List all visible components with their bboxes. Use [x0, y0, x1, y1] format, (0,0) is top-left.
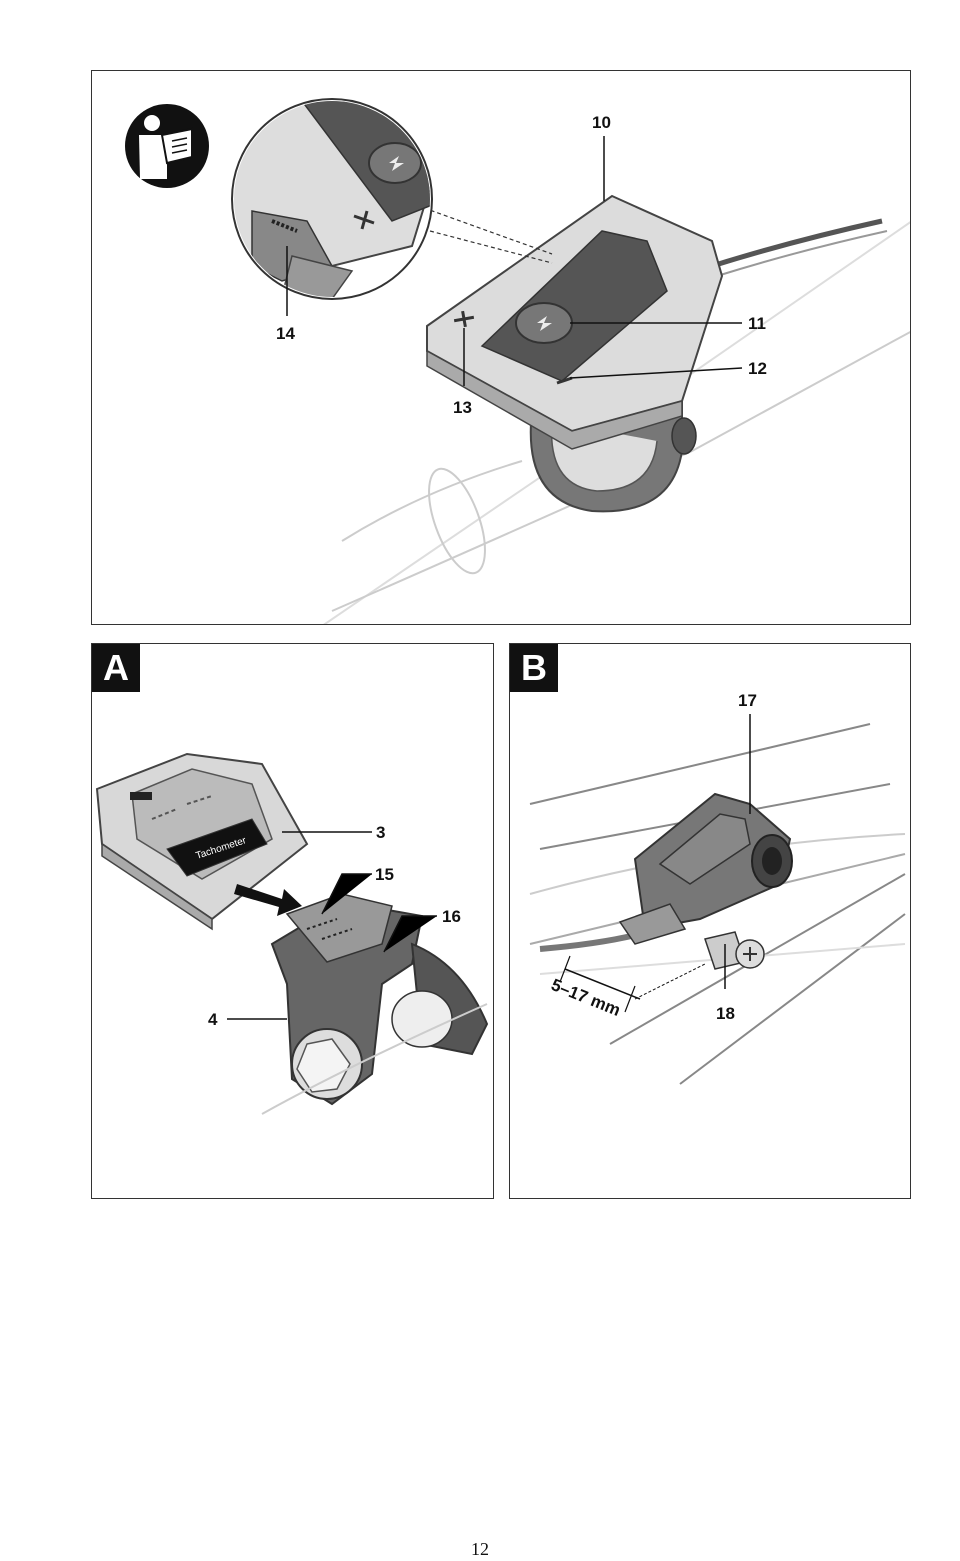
callout-16: 16	[442, 907, 461, 926]
callout-15: 15	[375, 865, 394, 884]
callout-17: 17	[738, 691, 757, 710]
callout-11: 11	[748, 314, 766, 333]
dimension-label: 5–17 mm	[549, 975, 624, 1020]
callout-4: 4	[208, 1010, 218, 1029]
callout-12: 12	[748, 359, 767, 378]
callout-14: 14	[276, 324, 295, 343]
figure-b-label: B	[510, 644, 558, 692]
callout-18: 18	[716, 1004, 735, 1023]
callout-10: 10	[592, 113, 611, 132]
page-number: 12	[471, 1539, 489, 1559]
callout-13: 13	[453, 398, 472, 417]
figure-b-panel: 5–17 mm 17 18 B	[509, 643, 911, 1199]
figure-a-panel: Tachometer 3 15 16 4 A	[91, 643, 494, 1199]
figure-a-label: A	[92, 644, 140, 692]
callout-3: 3	[376, 823, 385, 842]
read-manual-icon	[125, 104, 209, 188]
removal-arrow	[234, 884, 302, 916]
control-unit-figure: 10 11 12 13 14	[91, 70, 911, 625]
